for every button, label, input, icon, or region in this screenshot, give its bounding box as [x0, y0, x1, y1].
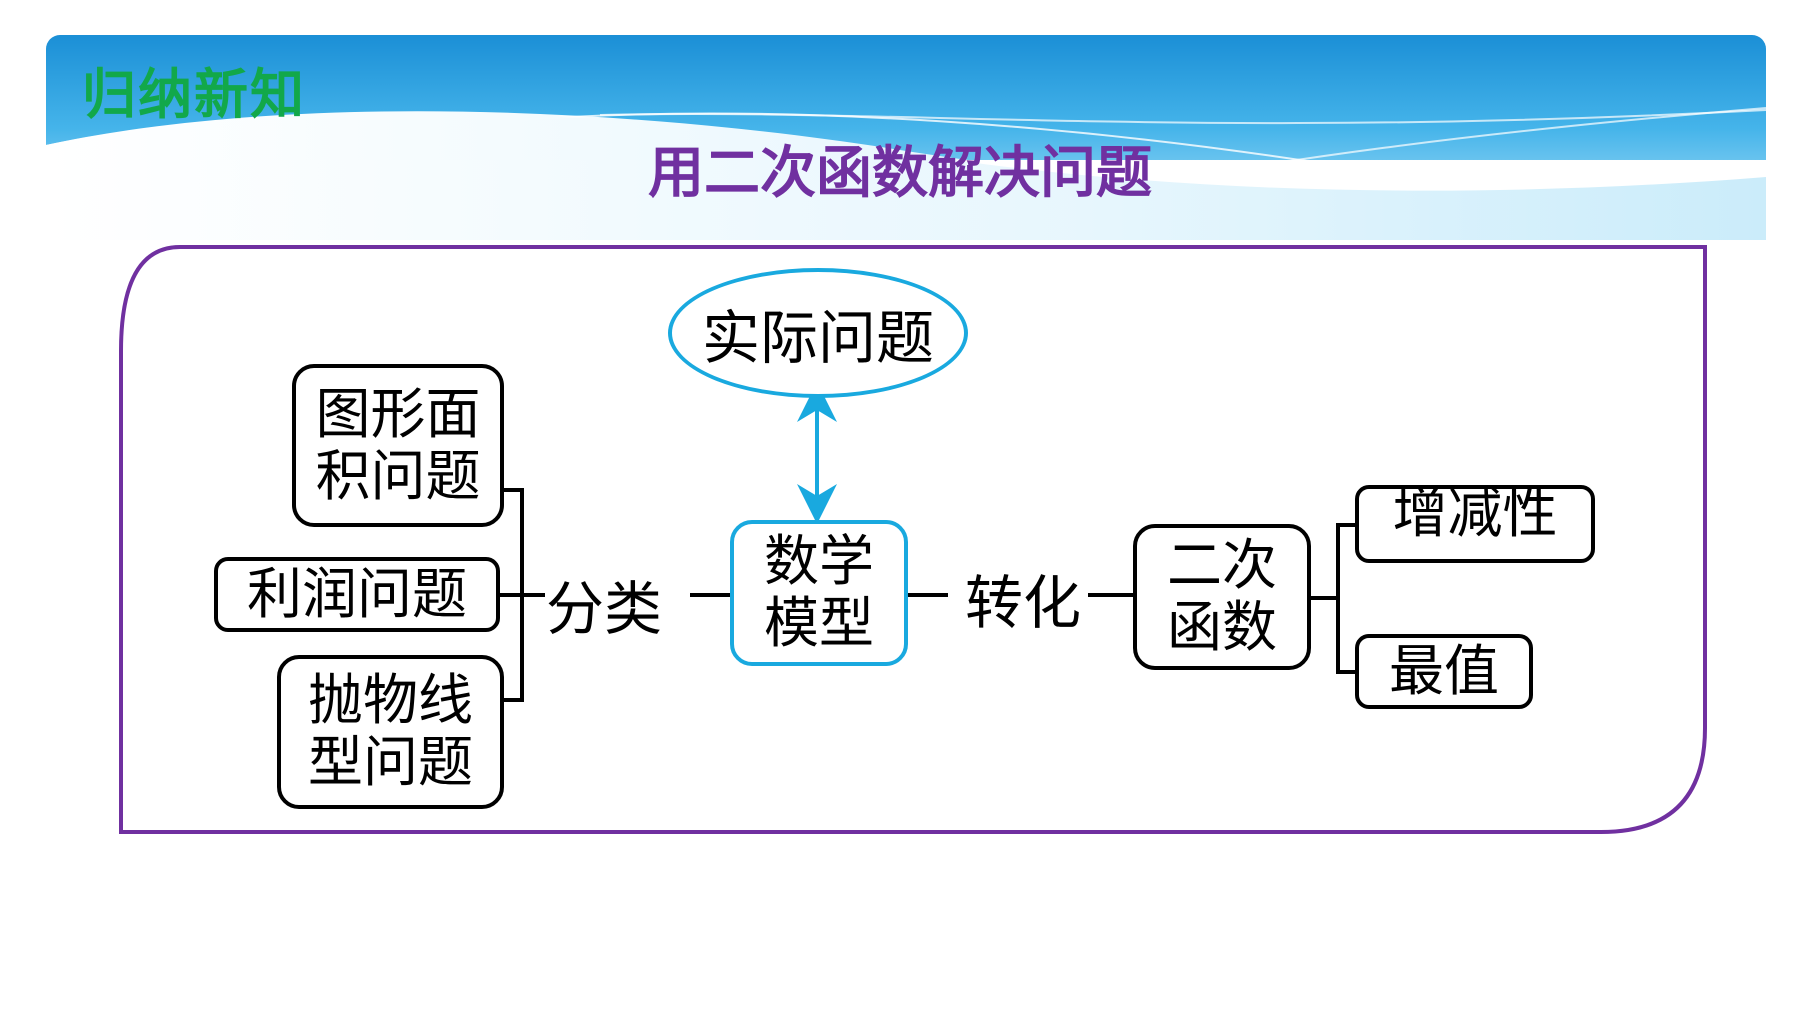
monotonicity-label: 增减性	[1392, 481, 1558, 545]
area-problem-line-2: 积问题	[315, 443, 481, 508]
header-banner	[46, 35, 1767, 240]
extreme-value-label: 最值	[1388, 638, 1499, 703]
right-bracket	[1336, 523, 1358, 674]
slide-subtitle: 用二次函数解决问题	[648, 141, 1152, 206]
quadratic-function-node: 二次 函数	[1133, 524, 1311, 670]
extreme-value-node: 最值	[1355, 634, 1533, 709]
connector-lines	[690, 593, 1338, 600]
section-label: 归纳新知	[82, 63, 306, 126]
left-bracket	[500, 488, 545, 702]
profit-problem-label: 利润问题	[246, 561, 467, 626]
parabola-problem-node: 抛物线 型问题	[277, 655, 504, 809]
transform-label: 转化	[965, 556, 1082, 640]
monotonicity-node: 增减性	[1355, 481, 1595, 563]
practical-problem-label: 实际问题	[701, 304, 934, 372]
parabola-problem-line-1: 抛物线	[307, 668, 473, 733]
math-model-line-1: 数学	[763, 529, 874, 594]
classify-label: 分类	[546, 562, 663, 646]
math-model-line-2: 模型	[763, 591, 874, 655]
area-problem-line-1: 图形面	[315, 381, 481, 446]
practical-problem-node: 实际问题	[668, 268, 968, 398]
area-problem-node: 图形面 积问题	[292, 364, 504, 527]
content-frame	[119, 245, 1707, 834]
quadratic-function-line-1: 二次	[1166, 533, 1277, 598]
profit-problem-node: 利润问题	[214, 557, 500, 632]
math-model-node: 数学 模型	[730, 520, 908, 666]
parabola-problem-line-2: 型问题	[307, 730, 473, 794]
quadratic-function-line-2: 函数	[1166, 595, 1277, 659]
